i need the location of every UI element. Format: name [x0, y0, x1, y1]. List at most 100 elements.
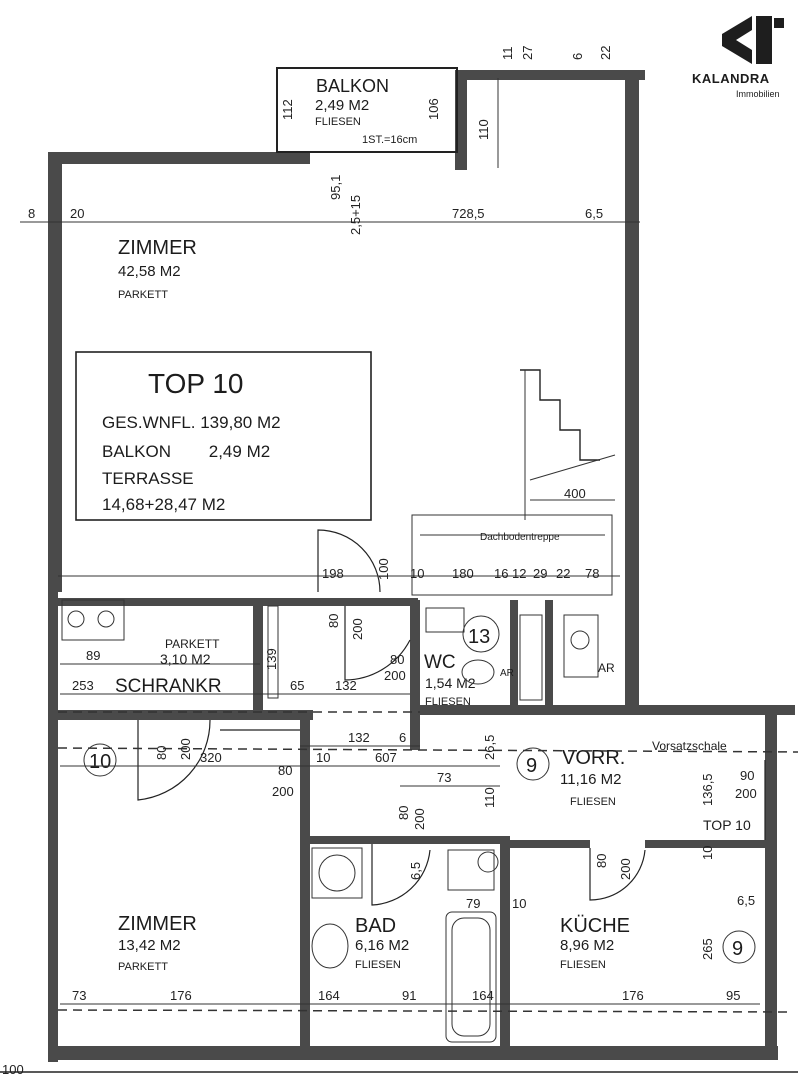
dim-136-5: 136,5 — [700, 773, 715, 806]
dim-200-kueche: 200 — [618, 858, 633, 880]
wall-shaft — [545, 600, 553, 710]
dim-65: 65 — [290, 678, 304, 693]
dim-16: 16 — [494, 566, 508, 581]
wall-left-upper — [48, 152, 62, 592]
wall-mid-left — [58, 710, 313, 720]
schrank-name: SCHRANKR — [115, 676, 222, 697]
bad-shaft-circle — [477, 851, 499, 873]
dim-110-top: 110 — [476, 119, 491, 140]
dim-12: 12 — [512, 566, 526, 581]
top-10-label: TOP 10 — [703, 817, 751, 833]
shaft-box-3 — [519, 614, 543, 701]
dim-100-bottom: 100 — [2, 1062, 24, 1077]
dim-100-stair: 100 — [376, 558, 391, 580]
vorr-area: 11,16 M2 — [560, 771, 621, 788]
logo-mark-right — [756, 16, 772, 64]
vorsatzschale-note: Vorsatzschale — [652, 739, 727, 753]
marker-13 — [462, 615, 500, 653]
shaft-box-2 — [563, 614, 599, 678]
dim-6-5-top: 6,5 — [585, 206, 603, 221]
kueche-floor: FLIESEN — [560, 959, 606, 971]
marker-9b-text: 9 — [732, 938, 743, 960]
dim-265: 265 — [700, 938, 715, 960]
dim-22-top: 22 — [598, 46, 613, 60]
dim-112: 112 — [280, 99, 295, 120]
summary-line-2: BALKON 2,49 M2 — [102, 442, 270, 461]
marker-10-text: 10 — [89, 751, 111, 773]
dim-73-b: 73 — [72, 988, 86, 1003]
bad-sink — [311, 923, 349, 969]
dim-73-a: 73 — [437, 770, 451, 785]
summary-line-1: GES.WNFL. 139,80 M2 — [102, 413, 281, 432]
wall-left-lower — [48, 592, 58, 1062]
wall-row-top — [58, 598, 418, 606]
room-vorraum: VORR. 11,16 M2 FLIESEN Vorsatzschale TOP… — [560, 739, 751, 833]
bad-floor: FLIESEN — [355, 959, 401, 971]
wall-right-lower — [765, 705, 777, 1060]
zimmer1-name: ZIMMER — [118, 237, 197, 259]
dim-132-a: 132 — [335, 678, 357, 693]
dim-200-bad: 200 — [412, 808, 427, 830]
balkon-floor: FLIESEN — [315, 116, 361, 128]
dim-607: 607 — [375, 750, 397, 765]
dim-6-5-kueche: 6,5 — [737, 893, 755, 908]
room-bad: BAD 6,16 M2 FLIESEN — [355, 915, 409, 971]
dim-6: 6 — [399, 730, 406, 745]
dim-80-wc: 80 — [390, 652, 404, 667]
dim-176-b: 176 — [622, 988, 644, 1003]
dim-80-a: 80 — [326, 614, 341, 628]
dim-10-kueche: 10 — [512, 896, 526, 911]
dim-164-a: 164 — [318, 988, 340, 1003]
logo-name: KALANDRA — [692, 71, 770, 86]
dim-20: 20 — [70, 206, 84, 221]
room-balkon: BALKON 2,49 M2 FLIESEN 1ST.=16cm — [315, 76, 417, 146]
wall-schrank-right — [253, 600, 263, 712]
bad-area: 6,16 M2 — [355, 937, 409, 954]
dim-78: 78 — [585, 566, 599, 581]
dim-80-bad: 80 — [396, 806, 411, 820]
zimmer2-area: 13,42 M2 — [118, 937, 181, 954]
logo-mark-dot — [774, 18, 784, 28]
wall-top-left — [48, 152, 310, 164]
dim-2-5-15: 2,5+15 — [348, 195, 363, 235]
schrank-rod — [267, 605, 279, 699]
dim-6-5-bad: 6,5 — [408, 862, 423, 880]
dimension-lines — [20, 78, 760, 1005]
markers: 10 9 9 13 AR AR Dachbodentreppe — [83, 532, 756, 964]
room-zimmer-2: ZIMMER 13,42 M2 PARKETT — [118, 913, 197, 973]
ar-label-2: AR — [500, 668, 514, 679]
doors — [137, 529, 766, 906]
schrank-area: 3,10 M2 — [160, 651, 211, 667]
stair-steps — [520, 369, 600, 461]
dim-10-kueche-r: 10 — [700, 846, 715, 860]
bad-bathtub — [445, 911, 497, 1043]
wall-kueche-top-right — [645, 840, 773, 848]
shaft-circle-3 — [570, 630, 590, 650]
wc-area: 1,54 M2 — [425, 675, 476, 691]
dim-26-5: 26,5 — [482, 735, 497, 760]
dim-11: 11 — [500, 47, 515, 61]
wall-bad-right — [500, 836, 510, 1060]
dim-200-wc: 200 — [384, 668, 406, 683]
dim-80-zimmer: 80 — [154, 746, 169, 760]
vorr-floor: FLIESEN — [570, 796, 616, 808]
wall-right-upper — [625, 78, 639, 708]
summary-line-3: TERRASSE — [102, 469, 194, 488]
summary-frame — [75, 351, 372, 521]
dim-728-5: 728,5 — [452, 206, 485, 221]
marker-13-text: 13 — [468, 626, 490, 648]
dimension-labels: 8 20 728,5 6,5 112 106 110 95,1 2,5+15 4… — [2, 46, 757, 1077]
wall-zimmer2-right — [300, 720, 310, 1060]
dim-95: 95 — [726, 988, 740, 1003]
dim-176-a: 176 — [170, 988, 192, 1003]
bad-washer-drum — [318, 854, 356, 892]
door-bad — [371, 844, 431, 906]
dim-180: 180 — [452, 566, 474, 581]
dim-10-vorr: 10 — [316, 750, 330, 765]
dim-29: 29 — [533, 566, 547, 581]
zimmer2-floor: PARKETT — [118, 961, 168, 973]
room-zimmer-1: ZIMMER 42,58 M2 PARKETT — [118, 237, 197, 301]
kueche-area: 8,96 M2 — [560, 937, 614, 954]
dim-200-entrance: 200 — [735, 786, 757, 801]
